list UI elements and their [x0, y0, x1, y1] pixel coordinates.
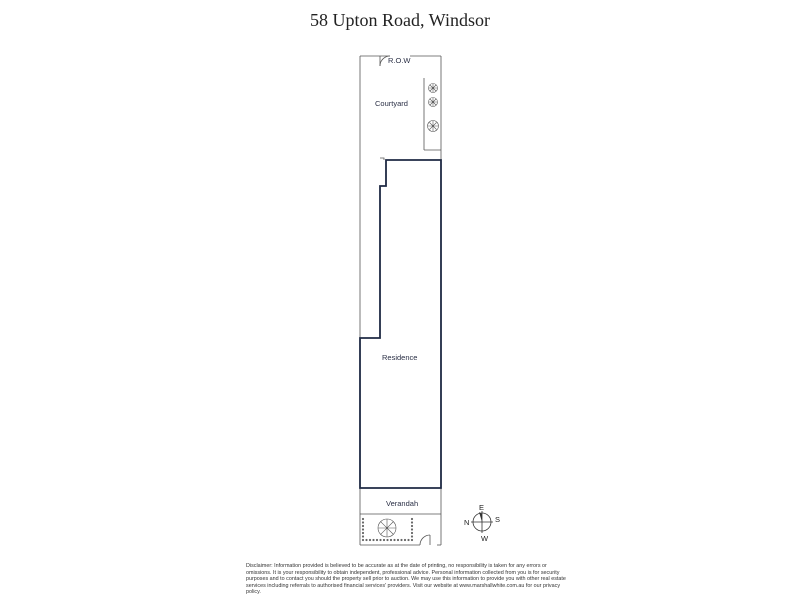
plant-icon	[427, 120, 439, 132]
page-title: 58 Upton Road, Windsor	[310, 10, 490, 30]
courtyard-wall	[380, 157, 385, 160]
front-gate-icon	[419, 534, 431, 546]
courtyard-label: Courtyard	[375, 99, 408, 108]
disclaimer-text: Disclaimer: Information provided is beli…	[246, 563, 566, 596]
row-label: R.O.W	[388, 56, 411, 65]
compass-west-label: W	[481, 534, 489, 543]
plant-icon	[428, 83, 438, 93]
residence-outline	[359, 159, 442, 489]
compass-north-label: N	[464, 518, 469, 527]
courtyard-planter	[423, 78, 441, 151]
row-gate-icon	[379, 55, 391, 67]
compass-icon: N E S W	[464, 503, 500, 543]
hedge-icon	[361, 517, 414, 542]
plant-icon	[428, 97, 438, 107]
compass-south-label: S	[495, 515, 500, 524]
residence-label: Residence	[382, 353, 417, 362]
compass-east-label: E	[479, 503, 484, 512]
verandah-label: Verandah	[386, 499, 418, 508]
tree-icon	[377, 518, 397, 538]
